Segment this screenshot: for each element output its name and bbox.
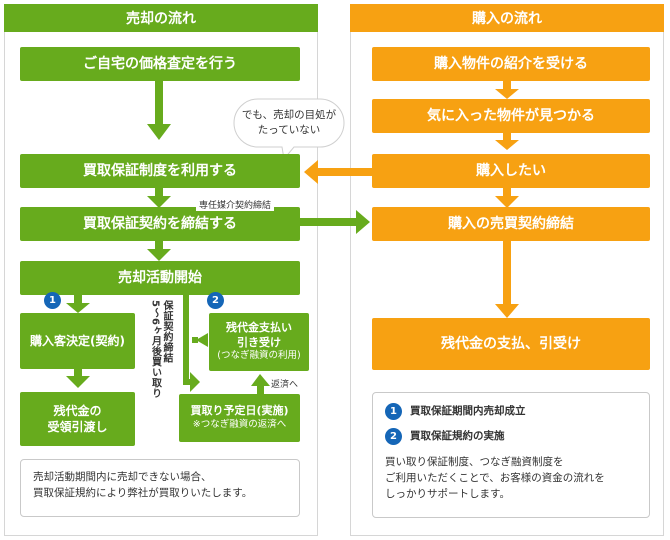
buy-arrows — [304, 80, 519, 318]
branch-2-badge: 2 — [207, 292, 224, 309]
vertical-label-line2: 5〜6ヶ月後買い取り — [149, 300, 161, 399]
legend-1-badge: 1 — [385, 403, 402, 420]
vertical-label-line1: 保証契約締結 — [161, 300, 172, 363]
sell-step-appraisal: ご自宅の価格査定を行う — [20, 47, 300, 81]
exclusive-contract-tag: 専任媒介契約締結 — [196, 198, 275, 211]
payment-underwrite-box: 残代金支払い 引き受け (つなぎ融資の利用) — [209, 313, 309, 371]
legend-row-2: 2 買取保証規約の実施 — [385, 428, 637, 445]
bubble-text: でも、売却の目処が たっていない — [228, 108, 350, 138]
buy-legend-note: 1 買取保証期間内売却成立 2 買取保証規約の実施 買い取り保証制度、つなぎ融資… — [372, 392, 650, 518]
sell-note: 売却活動期間内に売却できない場合、 買取保証規約により弊社が買取りいたします。 — [20, 459, 300, 517]
buy-step-contract: 購入の売買契約締結 — [372, 207, 650, 241]
payment-line1: 残代金支払い — [226, 320, 292, 334]
payment-line3: (つなぎ融資の利用) — [217, 350, 301, 362]
payment-line2: 引き受け — [237, 335, 281, 349]
buy-step-introduction: 購入物件の紹介を受ける — [372, 47, 650, 81]
sell-step-guarantee-contract: 買取保証契約を締結する — [20, 207, 300, 241]
buyer-decided-box: 購入客決定(契約) — [20, 313, 135, 369]
buy-note-line3: しっかりサポートします。 — [385, 487, 510, 500]
buy-step-want: 購入したい — [372, 154, 650, 188]
sell-step-guarantee-use: 買取保証制度を利用する — [20, 154, 300, 188]
sell-note-line1: 売却活動期間内に売却できない場合、 — [33, 471, 212, 483]
buyback-line2: ※つなぎ融資の返済へ — [192, 419, 287, 431]
receive-line2: 受領引渡し — [47, 420, 108, 434]
buy-header: 購入の流れ — [350, 4, 664, 32]
buy-note-line1: 買い取り保証制度、つなぎ融資制度を — [385, 456, 564, 468]
sell-arrows — [66, 80, 370, 394]
buy-note-text: 買い取り保証制度、つなぎ融資制度を ご利用いただくことで、お客様の資金の流れを … — [385, 455, 637, 502]
buyback-line1: 買取り予定日(実施) — [190, 404, 289, 418]
guarantee-vertical-label: 保証契約締結 5〜6ヶ月後買い取り — [149, 300, 173, 400]
bubble-shape — [233, 98, 345, 161]
buy-step-payment: 残代金の支払、引受け — [372, 318, 650, 370]
receive-line1: 残代金の — [53, 403, 102, 418]
legend-2-badge: 2 — [385, 428, 402, 445]
bubble-line2: たっていない — [257, 124, 321, 137]
sell-step-start-activity: 売却活動開始 — [20, 261, 300, 295]
sell-note-line2: 買取保証規約により弊社が買取りいたします。 — [33, 486, 253, 499]
legend-row-1: 1 買取保証期間内売却成立 — [385, 403, 637, 420]
buy-step-found: 気に入った物件が見つかる — [372, 99, 650, 133]
legend-2-text: 買取保証規約の実施 — [410, 429, 505, 442]
buy-note-line2: ご利用いただくことで、お客様の資金の流れを — [385, 471, 605, 484]
sell-header: 売却の流れ — [4, 4, 318, 32]
branch-1-badge: 1 — [44, 292, 61, 309]
repay-label: 返済へ — [271, 380, 299, 390]
bubble-line1: でも、売却の目処が — [241, 109, 337, 121]
legend-1-text: 買取保証期間内売却成立 — [410, 404, 526, 417]
buyback-date-box: 買取り予定日(実施) ※つなぎ融資の返済へ — [179, 394, 300, 442]
receive-payment-box: 残代金の 受領引渡し — [20, 392, 135, 446]
